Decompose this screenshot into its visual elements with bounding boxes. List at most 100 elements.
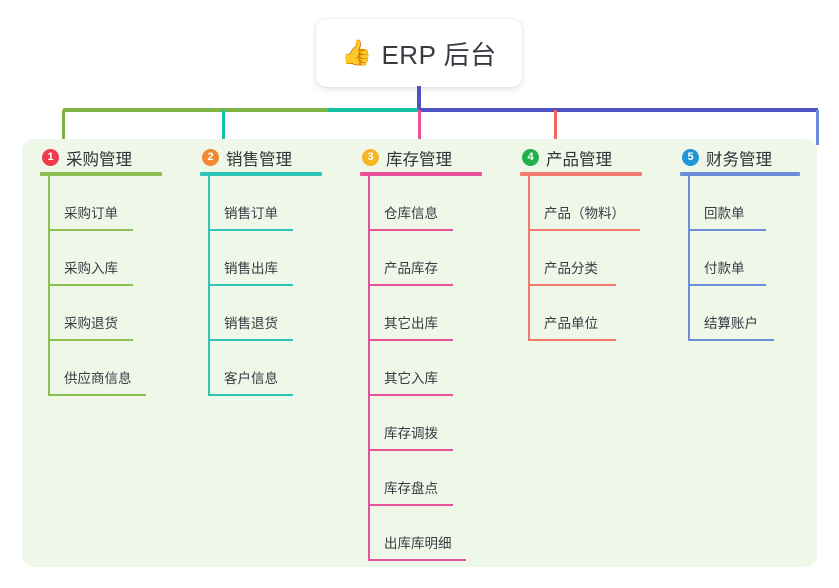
branch-title: 财务管理: [706, 150, 772, 169]
branch-item-rule: [688, 284, 766, 286]
branch-item-label: 仓库信息: [384, 206, 438, 221]
branch-item-label: 结算账户: [704, 316, 758, 331]
branch-item[interactable]: 其它出库: [360, 286, 502, 341]
branch-item[interactable]: 付款单: [680, 231, 817, 286]
branch-item-label: 产品分类: [544, 261, 598, 276]
branch-item[interactable]: 供应商信息: [40, 341, 182, 396]
branch-header-3[interactable]: 3 库存管理: [360, 139, 502, 176]
root-stem-line: [417, 86, 421, 110]
branch-header-rule: [360, 172, 482, 176]
branch-badge-icon: 4: [522, 149, 539, 166]
branch-badge-icon: 5: [682, 149, 699, 166]
branch-item[interactable]: 产品单位: [520, 286, 662, 341]
root-node-card[interactable]: 👍 ERP 后台: [316, 19, 522, 87]
branch-item[interactable]: 回款单: [680, 176, 817, 231]
branch-columns: 1 采购管理采购订单采购入库采购退货供应商信息 2 销售管理销售订单销售出库销售退货客…: [22, 139, 817, 567]
branch-item-list: 销售订单销售出库销售退货客户信息: [200, 176, 342, 396]
branch-item-label: 供应商信息: [64, 371, 132, 386]
branch-header-rule: [200, 172, 322, 176]
thumbs-up-icon: 👍: [341, 38, 373, 67]
branch-item-rule: [528, 229, 640, 231]
branch-title: 采购管理: [66, 150, 132, 169]
branch-item[interactable]: 产品（物料）: [520, 176, 662, 231]
branch-item-label: 库存盘点: [384, 481, 438, 496]
branch-item[interactable]: 其它入库: [360, 341, 502, 396]
branch-item-rule: [688, 229, 766, 231]
connector-drop-3: [418, 110, 421, 145]
branch-item-label: 采购订单: [64, 206, 118, 221]
branch-spine-line: [688, 176, 690, 341]
branch-item-rule: [368, 229, 453, 231]
branch-item-rule: [208, 394, 293, 396]
branch-item-label: 付款单: [704, 261, 745, 276]
branch-item-list: 采购订单采购入库采购退货供应商信息: [40, 176, 182, 396]
branch-item[interactable]: 采购订单: [40, 176, 182, 231]
branch-item[interactable]: 销售退货: [200, 286, 342, 341]
branch-header-rule: [40, 172, 162, 176]
connector-drop-5: [816, 110, 819, 145]
branch-item-label: 产品（物料）: [544, 206, 625, 221]
branch-item-rule: [48, 284, 133, 286]
branch-header-1[interactable]: 1 采购管理: [40, 139, 182, 176]
branch-item-list: 仓库信息产品库存其它出库其它入库库存调拨库存盘点出库库明细: [360, 176, 502, 561]
branch-item-label: 销售订单: [224, 206, 278, 221]
branch-item-rule: [368, 559, 466, 561]
branch-spine-line: [368, 176, 370, 561]
branch-item[interactable]: 结算账户: [680, 286, 817, 341]
branch-item[interactable]: 库存盘点: [360, 451, 502, 506]
branch-item-label: 出库库明细: [384, 536, 452, 551]
branch-item-label: 回款单: [704, 206, 745, 221]
branch-item[interactable]: 采购入库: [40, 231, 182, 286]
branch-item-rule: [528, 284, 616, 286]
branch-column-4: 4 产品管理产品（物料） 产品分类产品单位: [502, 139, 662, 567]
branch-item[interactable]: 客户信息: [200, 341, 342, 396]
branch-item-rule: [48, 339, 133, 341]
branch-header-2[interactable]: 2 销售管理: [200, 139, 342, 176]
branch-badge-icon: 1: [42, 149, 59, 166]
branch-item[interactable]: 销售订单: [200, 176, 342, 231]
branch-item[interactable]: 出库库明细: [360, 506, 502, 561]
connector-drop-2: [222, 110, 225, 145]
branch-item-rule: [48, 229, 133, 231]
branch-title: 库存管理: [386, 150, 452, 169]
branch-badge-icon: 2: [202, 149, 219, 166]
branch-item-rule: [368, 504, 453, 506]
branch-header-5[interactable]: 5 财务管理: [680, 139, 817, 176]
branch-item-rule: [208, 284, 293, 286]
branch-badge-icon: 3: [362, 149, 379, 166]
branch-column-3: 3 库存管理仓库信息产品库存其它出库其它入库库存调拨库存盘点出库库明细: [342, 139, 502, 567]
branch-item-rule: [208, 339, 293, 341]
branch-item-label: 其它入库: [384, 371, 438, 386]
branch-header-4[interactable]: 4 产品管理: [520, 139, 662, 176]
branch-column-5: 5 财务管理回款单付款单结算账户: [662, 139, 817, 567]
branch-item[interactable]: 采购退货: [40, 286, 182, 341]
branch-header-rule: [520, 172, 642, 176]
branch-item[interactable]: 产品分类: [520, 231, 662, 286]
branch-item[interactable]: 销售出库: [200, 231, 342, 286]
branch-spine-line: [48, 176, 50, 396]
branch-item-label: 其它出库: [384, 316, 438, 331]
branch-title: 销售管理: [226, 150, 292, 169]
root-node-label: ERP 后台: [381, 39, 497, 70]
branch-item-rule: [208, 229, 293, 231]
branch-item[interactable]: 库存调拨: [360, 396, 502, 451]
branch-column-1: 1 采购管理采购订单采购入库采购退货供应商信息: [22, 139, 182, 567]
branch-item-rule: [368, 449, 453, 451]
branch-item-rule: [48, 394, 146, 396]
branch-item[interactable]: 仓库信息: [360, 176, 502, 231]
branch-item-label: 销售退货: [224, 316, 278, 331]
branch-item-list: 产品（物料） 产品分类产品单位: [520, 176, 662, 341]
branch-item-label: 销售出库: [224, 261, 278, 276]
branch-item-rule: [368, 339, 453, 341]
branch-item-label: 客户信息: [224, 371, 278, 386]
branch-column-2: 2 销售管理销售订单销售出库销售退货客户信息: [182, 139, 342, 567]
branch-item-rule: [528, 339, 616, 341]
branch-title: 产品管理: [546, 150, 612, 169]
branch-item-label: 库存调拨: [384, 426, 438, 441]
connector-bar-segment-2: [328, 108, 420, 112]
branch-item-rule: [368, 284, 453, 286]
branch-item-label: 产品库存: [384, 261, 438, 276]
branch-item-rule: [688, 339, 774, 341]
branch-item[interactable]: 产品库存: [360, 231, 502, 286]
connector-bar-segment-1: [63, 108, 328, 112]
